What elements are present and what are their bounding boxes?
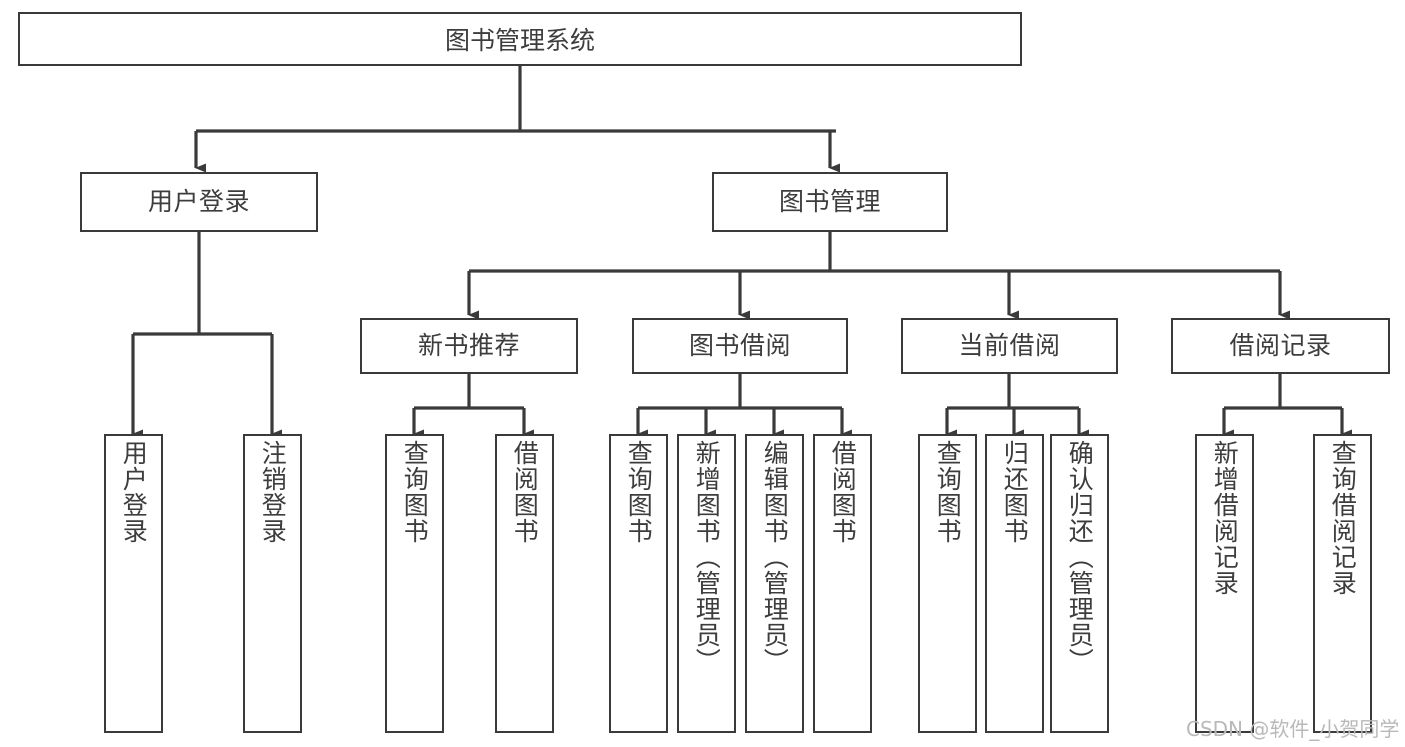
leaf-query-book-2[interactable]: 查询图书 <box>609 434 668 733</box>
leaf-logout-login-label: 注销登录 <box>258 440 288 544</box>
node-borrow-record[interactable]: 借阅记录 <box>1171 318 1390 374</box>
leaf-query-book-2-label: 查询图书 <box>624 440 654 544</box>
leaf-return-book[interactable]: 归还图书 <box>985 434 1044 733</box>
node-root-label: 图书管理系统 <box>444 26 595 55</box>
leaf-edit-book-label: 编辑图书（管理员） <box>760 440 790 674</box>
leaf-borrow-book-2[interactable]: 借阅图书 <box>813 434 872 733</box>
node-root[interactable]: 图书管理系统 <box>18 12 1022 66</box>
leaf-query-book-1[interactable]: 查询图书 <box>385 434 444 733</box>
node-current-borrow-label: 当前借阅 <box>958 331 1061 361</box>
node-borrow-record-label: 借阅记录 <box>1229 331 1332 361</box>
leaf-query-book-3[interactable]: 查询图书 <box>918 434 977 733</box>
node-user-login[interactable]: 用户登录 <box>80 172 318 232</box>
leaf-borrow-book-2-label: 借阅图书 <box>828 440 858 544</box>
node-book-borrow[interactable]: 图书借阅 <box>632 318 848 374</box>
node-book-borrow-label: 图书借阅 <box>688 331 791 361</box>
csdn-watermark: CSDN @软件_小贺同学 <box>1186 717 1400 741</box>
leaf-user-login[interactable]: 用户登录 <box>104 434 163 733</box>
leaf-logout-login[interactable]: 注销登录 <box>243 434 302 733</box>
leaf-add-record[interactable]: 新增借阅记录 <box>1195 434 1254 733</box>
leaf-add-record-label: 新增借阅记录 <box>1210 440 1240 596</box>
node-new-book-recommend-label: 新书推荐 <box>417 331 520 361</box>
node-book-manage-label: 图书管理 <box>778 187 881 217</box>
leaf-return-book-label: 归还图书 <box>1000 440 1030 544</box>
leaf-query-book-3-label: 查询图书 <box>933 440 963 544</box>
node-user-login-label: 用户登录 <box>147 187 250 217</box>
leaf-query-record-label: 查询借阅记录 <box>1328 440 1358 596</box>
node-current-borrow[interactable]: 当前借阅 <box>901 318 1118 374</box>
node-book-manage[interactable]: 图书管理 <box>712 172 948 232</box>
leaf-confirm-return[interactable]: 确认归还（管理员） <box>1050 434 1109 733</box>
leaf-add-book[interactable]: 新增图书（管理员） <box>677 434 736 733</box>
node-new-book-recommend[interactable]: 新书推荐 <box>360 318 578 374</box>
leaf-edit-book[interactable]: 编辑图书（管理员） <box>745 434 804 733</box>
leaf-query-record[interactable]: 查询借阅记录 <box>1313 434 1372 733</box>
leaf-confirm-return-label: 确认归还（管理员） <box>1065 440 1095 674</box>
leaf-add-book-label: 新增图书（管理员） <box>692 440 722 674</box>
leaf-borrow-book-1[interactable]: 借阅图书 <box>495 434 554 733</box>
leaf-query-book-1-label: 查询图书 <box>400 440 430 544</box>
leaf-borrow-book-1-label: 借阅图书 <box>510 440 540 544</box>
leaf-user-login-label: 用户登录 <box>119 440 149 544</box>
